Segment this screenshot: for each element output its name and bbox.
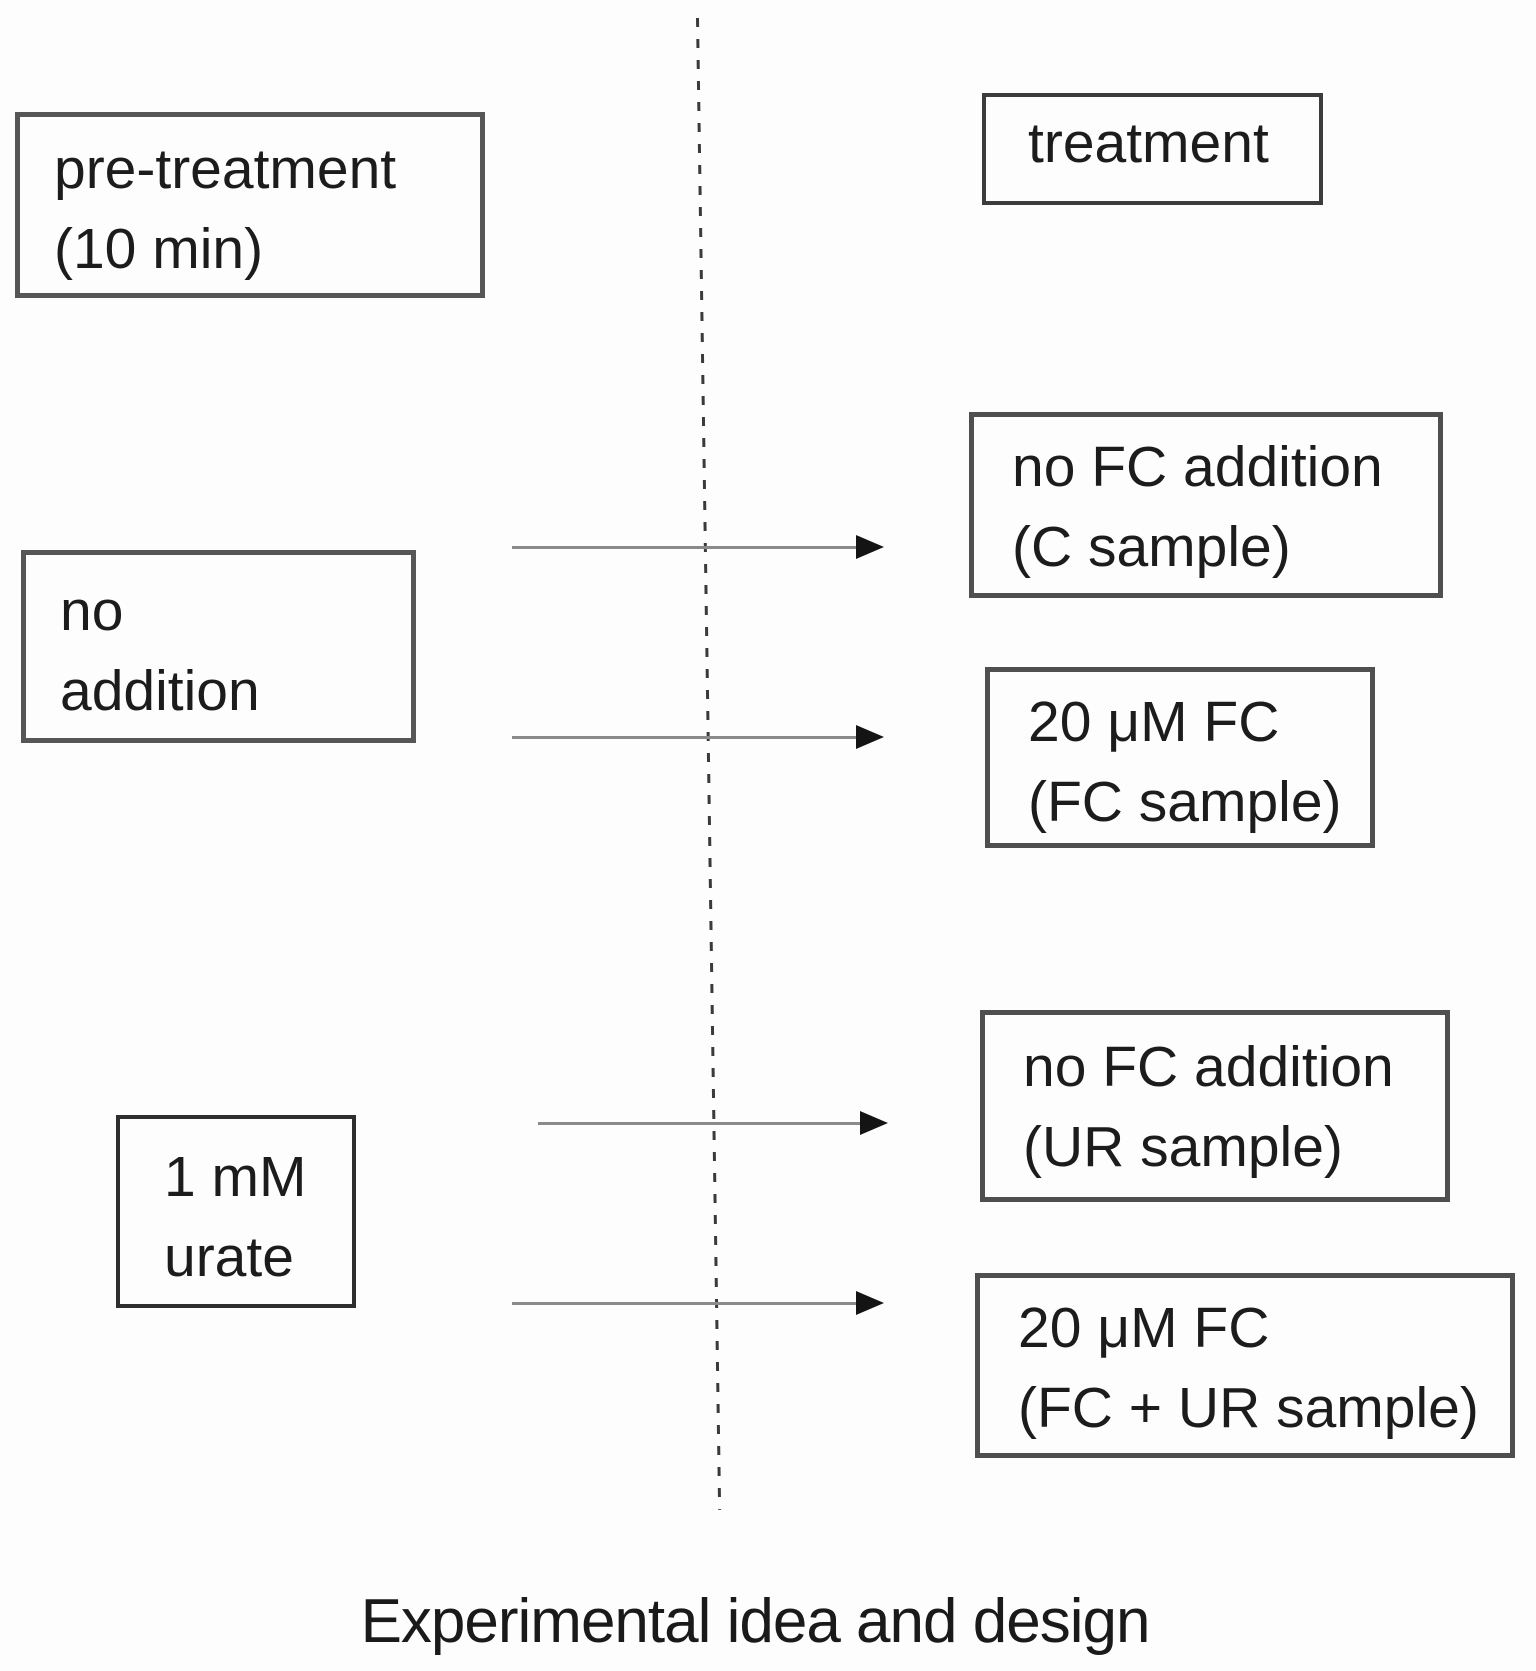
outcome-fc-sample-box: 20 μM FC (FC sample) — [985, 667, 1375, 848]
arrow-head-icon — [860, 1111, 888, 1135]
arrow-to-fc-sample — [512, 725, 884, 749]
condition-line1: no — [60, 579, 124, 643]
condition-line2: addition — [60, 659, 260, 723]
pretreatment-header-box: pre-treatment (10 min) — [15, 112, 485, 298]
outcome-line2: (UR sample) — [1023, 1115, 1343, 1179]
arrow-to-c-sample — [512, 535, 884, 559]
pretreatment-header-line1: pre-treatment — [54, 137, 397, 201]
arrow-to-fc-ur-sample — [512, 1291, 884, 1315]
arrow-shaft — [512, 1302, 862, 1305]
arrow-head-icon — [856, 725, 884, 749]
outcome-line2: (FC sample) — [1028, 770, 1342, 834]
outcome-line1: 20 μM FC — [1028, 690, 1280, 754]
outcome-line2: (C sample) — [1012, 515, 1291, 579]
arrow-shaft — [512, 546, 862, 549]
arrow-head-icon — [856, 1291, 884, 1315]
outcome-line1: no FC addition — [1012, 435, 1383, 499]
arrow-head-icon — [856, 535, 884, 559]
outcome-line1: 20 μM FC — [1018, 1296, 1270, 1360]
condition-no-addition-box: no addition — [21, 550, 416, 743]
phase-divider-dashed-line — [696, 17, 722, 1510]
outcome-c-sample-box: no FC addition (C sample) — [969, 412, 1443, 598]
arrow-shaft — [538, 1122, 866, 1125]
outcome-fc-ur-sample-box: 20 μM FC (FC + UR sample) — [975, 1273, 1515, 1458]
arrow-to-ur-sample — [538, 1111, 888, 1135]
diagram-caption: Experimental idea and design — [360, 1587, 1151, 1656]
condition-urate-box: 1 mM urate — [116, 1115, 356, 1308]
condition-line1: 1 mM — [164, 1145, 307, 1209]
outcome-line1: no FC addition — [1023, 1035, 1394, 1099]
condition-line2: urate — [164, 1225, 294, 1289]
outcome-ur-sample-box: no FC addition (UR sample) — [980, 1010, 1450, 1202]
arrow-shaft — [512, 736, 862, 739]
pretreatment-header-line2: (10 min) — [54, 217, 264, 281]
treatment-header-label: treatment — [1028, 111, 1269, 175]
treatment-header-box: treatment — [982, 93, 1323, 205]
outcome-line2: (FC + UR sample) — [1018, 1376, 1479, 1440]
